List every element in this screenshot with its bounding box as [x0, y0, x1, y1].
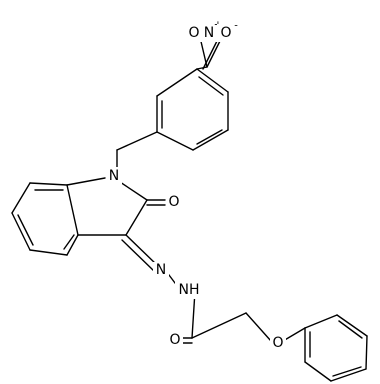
svg-text:NH: NH: [179, 282, 200, 298]
svg-text:O: O: [169, 332, 180, 348]
svg-text:O: O: [188, 25, 199, 41]
svg-text:-: -: [234, 21, 238, 32]
atom-labels: N + O O - N O N NH O: [106, 20, 286, 352]
svg-text:N: N: [204, 25, 214, 41]
svg-text:O: O: [220, 25, 231, 41]
atom-indole-nitrogen: N: [106, 167, 122, 185]
atom-nitro-oxygen-2: O -: [217, 21, 238, 42]
svg-text:N: N: [156, 262, 166, 278]
atom-amide-nitrogen: NH: [175, 281, 203, 299]
atom-ether-oxygen: O: [270, 334, 286, 352]
atom-amide-oxygen: O: [167, 331, 183, 349]
svg-text:O: O: [272, 335, 283, 351]
svg-text:N: N: [109, 168, 119, 184]
atom-lactam-oxygen: O: [166, 194, 182, 212]
bond-set: [11, 32, 368, 382]
atom-imine-nitrogen: N: [153, 262, 169, 280]
svg-text:O: O: [168, 194, 179, 210]
atom-nitro-oxygen-1: O: [187, 24, 201, 42]
